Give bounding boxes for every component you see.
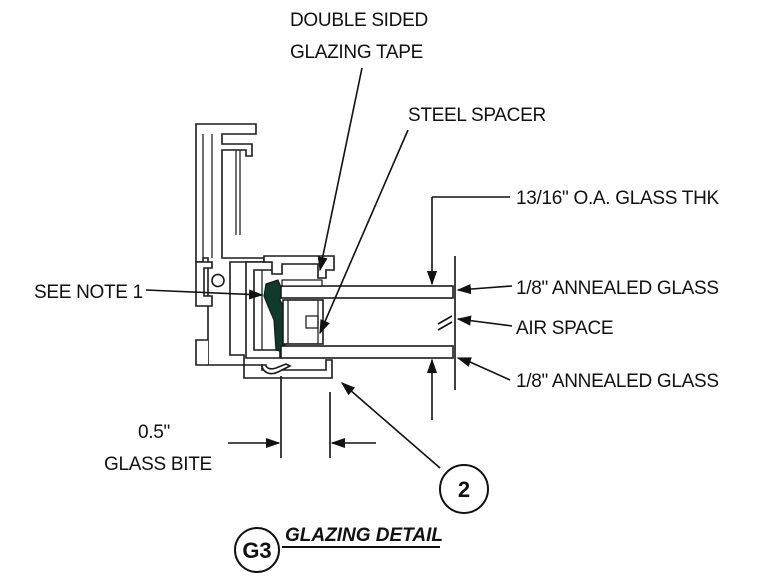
tape-label-line1: DOUBLE SIDED (290, 10, 428, 31)
bottom-glass-label: 1/8" ANNEALED GLASS (516, 371, 719, 392)
glass-pane-bottom (280, 345, 454, 359)
bite-value-label: 0.5" (138, 422, 170, 443)
detail-tag: G3 (242, 538, 271, 563)
spacer-label: STEEL SPACER (408, 105, 546, 126)
frame-extrusion (195, 123, 335, 379)
tape-label-line2: GLAZING TAPE (290, 42, 423, 63)
top-glass-label: 1/8" ANNEALED GLASS (516, 278, 719, 299)
insulated-glass-unit (280, 279, 454, 359)
steel-spacer (282, 299, 324, 345)
detail-title-block: G3 GLAZING DETAIL (234, 525, 443, 573)
callout-number: 2 (458, 477, 470, 502)
bite-label: GLASS BITE (104, 454, 212, 475)
leader-lines (145, 67, 513, 469)
see-note-label: SEE NOTE 1 (34, 282, 143, 303)
callout-bubble: 2 (439, 464, 489, 514)
glass-pane-top (280, 285, 454, 299)
glass-thickness-label: 13/16" O.A. GLASS THK (516, 188, 719, 209)
detail-title: GLAZING DETAIL (285, 525, 443, 546)
glazing-tape (281, 279, 323, 287)
dimension-lines (228, 196, 510, 458)
air-space-label: AIR SPACE (516, 318, 613, 339)
